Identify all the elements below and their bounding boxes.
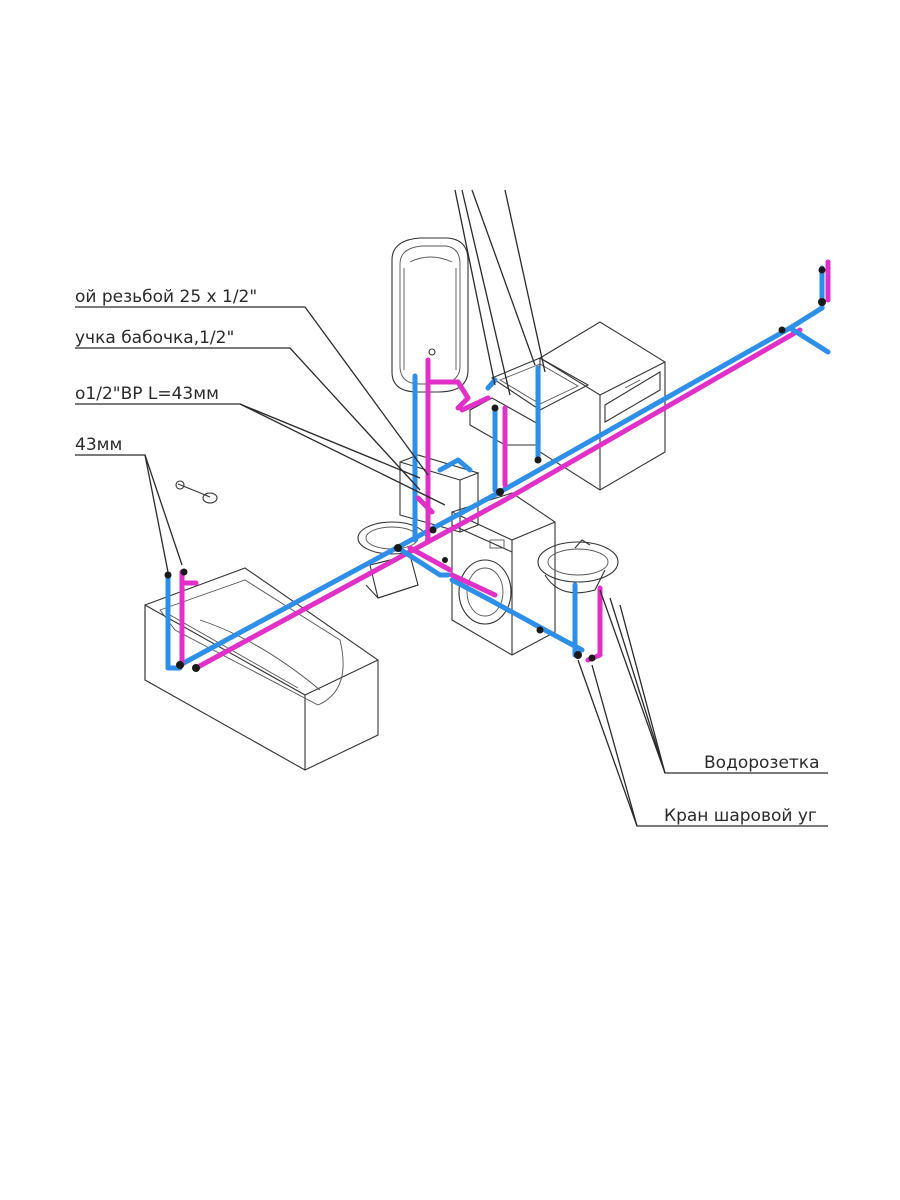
- label-ball-valve: Кран шаровой уг: [664, 806, 817, 826]
- shower-head-accessory: [175, 480, 218, 504]
- boiler-tank: [391, 237, 469, 393]
- leader-lines: [75, 189, 828, 827]
- bathtub: [144, 567, 379, 771]
- label-butterfly-handle: учка бабочка,1/2": [75, 328, 234, 348]
- label-thread-fitting: ой резьбой 25 х 1/2": [75, 287, 257, 307]
- pipe-network: [165, 259, 831, 671]
- washbasin: [537, 539, 619, 594]
- label-tail-left: 43мм: [75, 435, 122, 455]
- washing-machine: [451, 492, 556, 656]
- label-wall-outlet: Водорозетка: [704, 753, 820, 773]
- label-extension: о1/2"ВР L=43мм: [75, 384, 219, 404]
- pipe-fittings: [164, 266, 826, 672]
